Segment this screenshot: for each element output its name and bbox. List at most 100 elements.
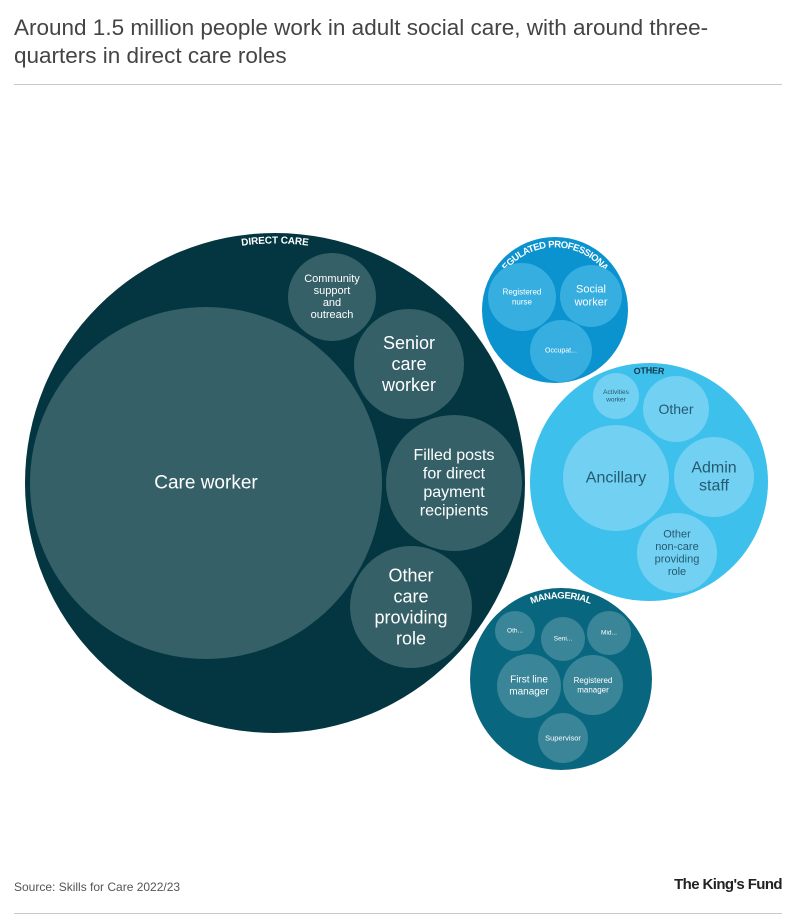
- bubble-label-line: Oth...: [507, 628, 523, 635]
- bubble-label-line: non-care: [655, 541, 698, 553]
- footer-divider: [14, 913, 782, 914]
- bubble-label-line: Occupat...: [545, 348, 577, 355]
- bubble-label: Seni...: [554, 636, 573, 643]
- bubble-label-line: and: [323, 297, 341, 309]
- bubble-label-line: Registered: [574, 676, 613, 685]
- bubble-circle: [674, 437, 754, 517]
- bubble-circle: [386, 415, 522, 551]
- bubble-label-line: Activities: [603, 389, 629, 396]
- group-label-text: MANAGERIAL: [529, 590, 593, 606]
- bubble-circle: [495, 611, 535, 651]
- bubble-circle: [488, 263, 556, 331]
- bubble-label: Oth...: [507, 628, 523, 635]
- bubble-label-line: care: [393, 587, 428, 607]
- group-label-direct-care: DIRECT CARE: [241, 235, 310, 248]
- bubble-label-line: role: [396, 629, 426, 649]
- bubble-seni: Seni...: [541, 617, 585, 661]
- bubble-circle: [350, 546, 472, 668]
- bubble-circle: [288, 253, 376, 341]
- bubble-label-line: Mid...: [601, 630, 617, 637]
- bubble-oth: Oth...: [495, 611, 535, 651]
- bubble-label-line: recipients: [420, 502, 488, 519]
- bubble-label: Supervisor: [545, 734, 581, 743]
- bubble-label-line: Senior: [383, 333, 435, 353]
- kings-fund-logo: The King's Fund: [674, 876, 782, 893]
- bubble-label-line: Seni...: [554, 636, 573, 643]
- bubble-supervisor: Supervisor: [538, 713, 588, 763]
- group-label-text: REGULATED PROFESSIONAL: [0, 0, 611, 274]
- group-label-text: OTHER: [633, 365, 665, 376]
- bubble-label-line: nurse: [512, 298, 533, 307]
- bubble-care-worker: Care worker: [30, 307, 382, 659]
- bubble-label-line: Social: [576, 284, 606, 296]
- bubble-label-line: outreach: [311, 309, 354, 321]
- bubble-ancillary: Ancillary: [563, 425, 669, 531]
- bubble-label-line: providing: [655, 553, 700, 565]
- bubble-label-line: Filled posts: [414, 447, 495, 464]
- bubble-circle: [593, 373, 639, 419]
- bubble-label-line: Supervisor: [545, 734, 581, 743]
- group-label-text: DIRECT CARE: [241, 235, 310, 248]
- bubble-label-line: payment: [423, 484, 485, 501]
- bubble-circle: [643, 376, 709, 442]
- bubble-label: Other: [658, 401, 693, 417]
- bubble-label-line: Registered: [503, 288, 542, 297]
- bubble-label-line: for direct: [423, 465, 486, 482]
- bubble-label-line: First line: [510, 675, 548, 686]
- bubble-label-line: worker: [573, 297, 607, 309]
- bubble-circle: [538, 713, 588, 763]
- bubble-label-line: role: [668, 566, 686, 578]
- bubble-mid: Mid...: [587, 611, 631, 655]
- bubble-label-line: Admin: [691, 460, 736, 477]
- bubble-label: Ancillary: [586, 470, 646, 487]
- bubble-label-line: providing: [374, 608, 447, 628]
- bubble-label-line: Other: [658, 401, 693, 417]
- group-label-regulated-professional: REGULATED PROFESSIONAL: [0, 0, 611, 274]
- bubble-circle: [637, 513, 717, 593]
- bubble-circle: [563, 425, 669, 531]
- bubble-occupat: Occupat...: [530, 320, 592, 382]
- bubble-circle: [354, 309, 464, 419]
- title-divider: [14, 84, 782, 85]
- source-note: Source: Skills for Care 2022/23: [14, 880, 181, 894]
- bubble-label-line: worker: [605, 396, 626, 403]
- bubble-other: Other: [643, 376, 709, 442]
- page-title: Around 1.5 million people work in adult …: [14, 15, 709, 68]
- bubble-circle: [560, 265, 622, 327]
- group-label-other: OTHER: [633, 365, 665, 376]
- group-label-managerial: MANAGERIAL: [529, 590, 593, 606]
- bubble-label-line: worker: [381, 375, 436, 395]
- bubble-circle: [530, 320, 592, 382]
- bubble-label-line: Other: [663, 528, 691, 540]
- bubble-circle: [587, 611, 631, 655]
- bubble-circle: [563, 655, 623, 715]
- bubble-label: Occupat...: [545, 348, 577, 355]
- bubble-label-line: staff: [699, 478, 730, 495]
- bubble-label-line: manager: [509, 687, 549, 698]
- bubble-label-line: Ancillary: [586, 470, 646, 487]
- bubble-label-line: support: [314, 285, 351, 297]
- bubble-label-line: Care worker: [154, 473, 258, 494]
